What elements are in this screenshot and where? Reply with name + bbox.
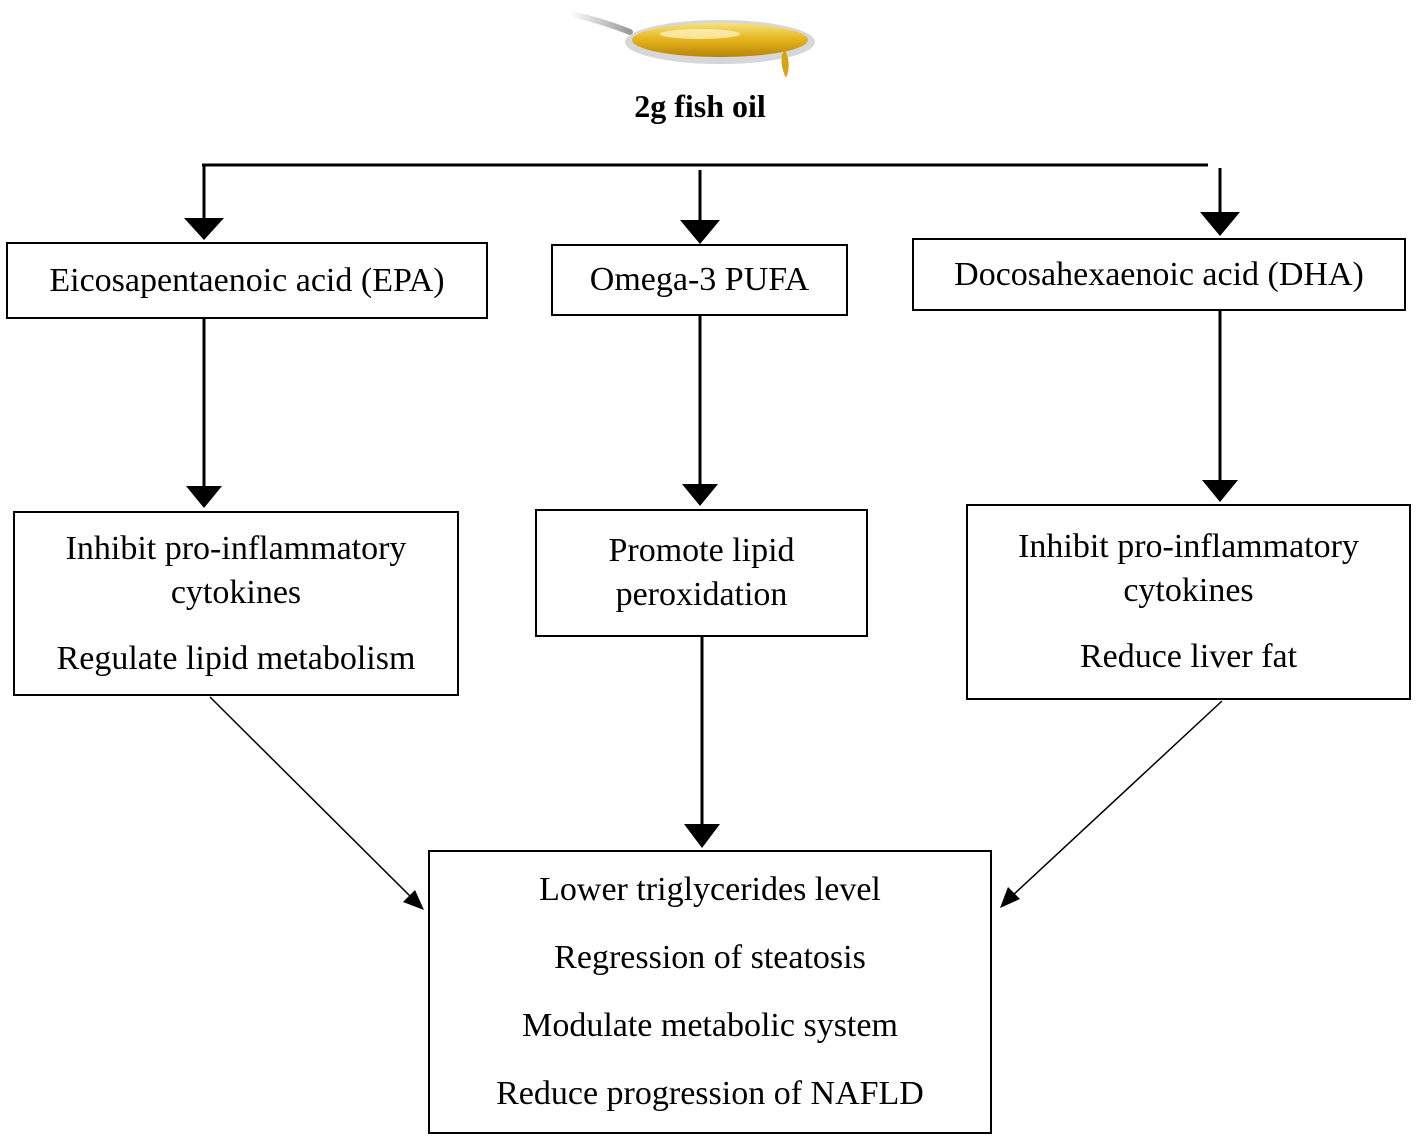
component-label-omega3: Omega-3 PUFA [589, 261, 810, 298]
arrow-head-epa-effects [186, 486, 222, 508]
component-label-epa: Eicosapentaenoic acid (EPA) [49, 261, 445, 299]
effect-dha-line-1: Inhibit pro-inflammatory [1018, 528, 1359, 565]
source-label: 2g fish oil [634, 88, 766, 124]
component-box-dha: Docosahexaenoic acid (DHA) [912, 238, 1406, 311]
arrow-head-dha-effects [1202, 480, 1238, 502]
arrow-head-omega3-effects [682, 484, 718, 506]
outcome-line-2: Regression of steatosis [554, 939, 866, 976]
effect-epa-line-2: cytokines [170, 573, 302, 611]
component-box-epa: Eicosapentaenoic acid (EPA) [6, 242, 488, 319]
outcome-line-1: Lower triglycerides level [539, 871, 881, 908]
effects-box-dha: Inhibit pro-inflammatory cytokines Reduc… [966, 504, 1411, 700]
effect-omega3-line-2: peroxidation [615, 576, 788, 613]
outcomes-box: Lower triglycerides level Regression of … [428, 850, 992, 1134]
component-box-omega3: Omega-3 PUFA [551, 244, 848, 316]
effect-epa-line-1: Inhibit pro-inflammatory [65, 529, 407, 567]
component-label-dha: Docosahexaenoic acid (DHA) [954, 255, 1364, 293]
effects-box-epa: Inhibit pro-inflammatory cytokines Regul… [13, 511, 459, 696]
arrow-head-omega3-outcomes [684, 824, 720, 848]
arrow-head-epa [184, 218, 224, 240]
effects-box-omega3: Promote lipid peroxidation [535, 509, 868, 637]
outcome-line-3: Modulate metabolic system [522, 1007, 898, 1044]
effect-omega3-line-1: Promote lipid [608, 532, 795, 569]
outcome-line-4: Reduce progression of NAFLD [496, 1075, 924, 1112]
arrow-head-omega3 [680, 220, 720, 244]
effect-dha-line-2: cytokines [1123, 572, 1254, 609]
fish-oil-spoon-icon [567, 11, 815, 78]
arrow-head-dha [1200, 212, 1240, 236]
arrow-epa-outcomes [209, 696, 413, 899]
arrow-head-epa-outcomes [403, 890, 424, 910]
effect-dha-line-3: Reduce liver fat [1079, 638, 1298, 675]
arrow-head-dha-outcomes [1000, 887, 1020, 908]
effect-epa-line-3: Regulate lipid metabolism [56, 639, 416, 677]
arrow-dha-outcomes [1011, 700, 1223, 897]
